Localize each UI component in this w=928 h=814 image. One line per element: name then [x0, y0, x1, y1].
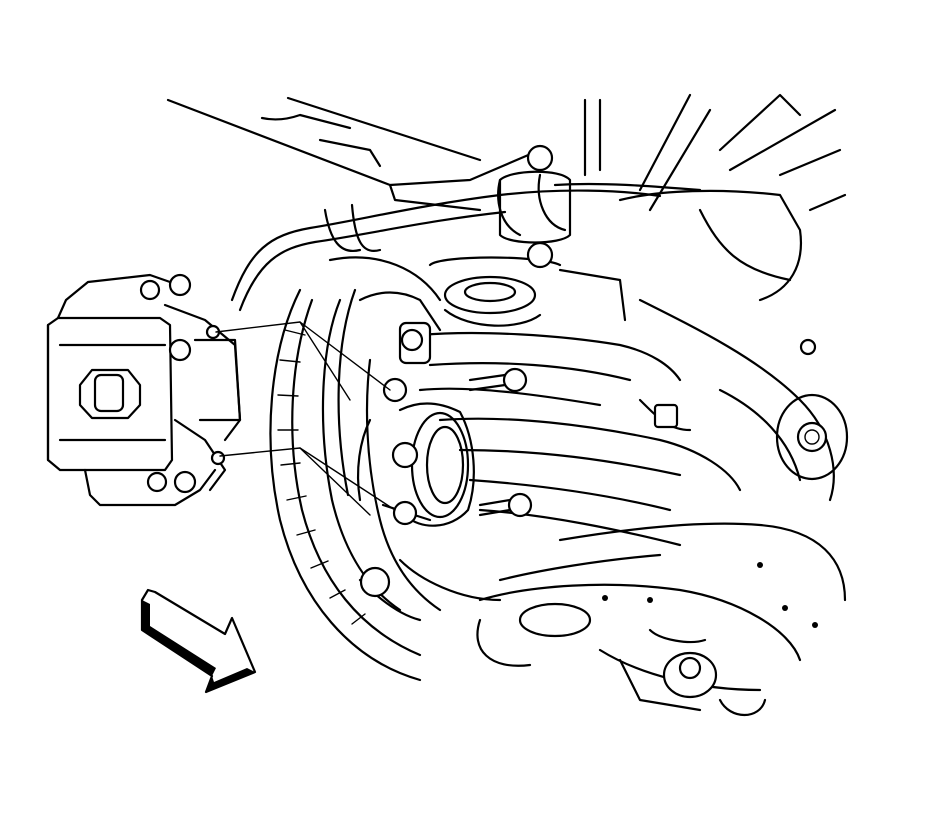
brake-rotor: [269, 256, 442, 682]
control-arms: [398, 321, 742, 582]
bolt-icon: [168, 338, 192, 362]
bolt-icon: [146, 471, 168, 493]
spring-seat: [428, 144, 627, 327]
bolt-icon: [526, 144, 554, 172]
direction-arrow-icon: [140, 588, 257, 694]
bolt-icon: [796, 421, 828, 453]
bolt-icon: [400, 328, 424, 352]
bolt-icon: [139, 279, 161, 301]
underbody-panel: [166, 93, 847, 212]
bolt-icon: [168, 273, 192, 297]
brake-caliper: [46, 273, 242, 507]
bolt-icon: [502, 367, 528, 393]
knuckle-and-hub: [356, 291, 502, 622]
bolt-icon: [173, 470, 197, 494]
differential-housing: [476, 189, 849, 716]
bolt-icon: [392, 500, 418, 526]
bolt-icon: [507, 492, 533, 518]
bolt-icon: [382, 377, 408, 403]
bolt-icon: [359, 566, 391, 598]
bolt-icon: [391, 441, 419, 469]
alignment-lines: [215, 321, 396, 516]
bolt-icon: [678, 656, 702, 680]
bolt-icon: [526, 241, 554, 269]
